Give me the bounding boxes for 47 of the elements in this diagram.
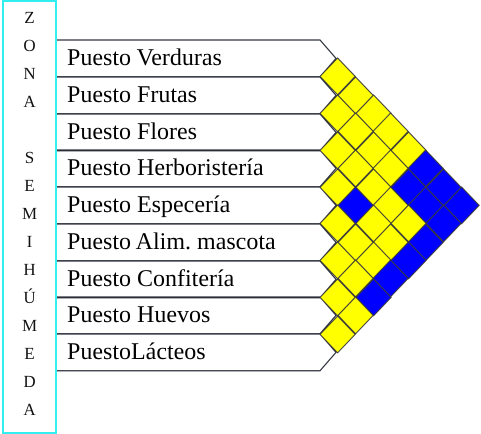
matrix-cell <box>390 205 426 242</box>
stall-tab: Puesto Especería <box>57 187 336 224</box>
matrix-cell <box>373 186 408 224</box>
matrix-cell <box>390 168 426 206</box>
matrix-cell <box>356 278 391 316</box>
matrix-cell <box>390 132 426 169</box>
stall-tab: PuestoLácteos <box>57 334 336 371</box>
matrix-cell <box>320 242 356 279</box>
matrix-cell <box>320 205 356 242</box>
matrix-cell <box>338 260 374 298</box>
matrix-cell <box>356 168 391 206</box>
matrix-cell <box>426 168 462 206</box>
stall-tab: Puesto Frutas <box>57 76 336 114</box>
matrix-cell <box>320 278 356 316</box>
matrix-cell <box>373 150 408 188</box>
matrix-cell <box>320 95 356 132</box>
matrix-cell <box>338 150 374 188</box>
matrix-cell <box>320 58 356 96</box>
matrix-cell <box>390 242 426 279</box>
matrix-cell <box>320 316 356 352</box>
matrix-cell <box>320 168 356 206</box>
zone-band <box>2 0 57 434</box>
matrix-cell <box>373 260 408 298</box>
matrix-cell <box>356 242 391 279</box>
matrix-cell <box>338 297 374 334</box>
stall-tab: Puesto Verduras <box>57 40 336 77</box>
stall-tab: Puesto Huevos <box>57 297 336 334</box>
matrix-cell <box>408 186 444 224</box>
stall-tab: Puesto Confitería <box>57 260 336 298</box>
matrix-cell <box>373 224 408 261</box>
matrix-cell <box>356 205 391 242</box>
matrix-cell <box>338 76 374 114</box>
stall-tab: Puesto Flores <box>57 114 336 150</box>
matrix-cell <box>426 205 462 242</box>
matrix-cell <box>408 150 444 188</box>
stall-tab: Puesto Herboristería <box>57 150 336 187</box>
zone-label: ZONA SEMIHÚMEDA <box>21 8 38 428</box>
matrix-cell <box>408 224 444 261</box>
matrix-cell <box>338 186 374 224</box>
matrix-cell <box>320 132 356 169</box>
matrix-cell <box>444 186 479 224</box>
matrix-cell <box>338 113 374 150</box>
matrix-cell <box>356 132 391 169</box>
matrix-cell <box>356 95 391 132</box>
matrix-cell <box>338 224 374 261</box>
stall-tab: Puesto Alim. mascota <box>57 224 336 260</box>
matrix-cell <box>373 113 408 150</box>
